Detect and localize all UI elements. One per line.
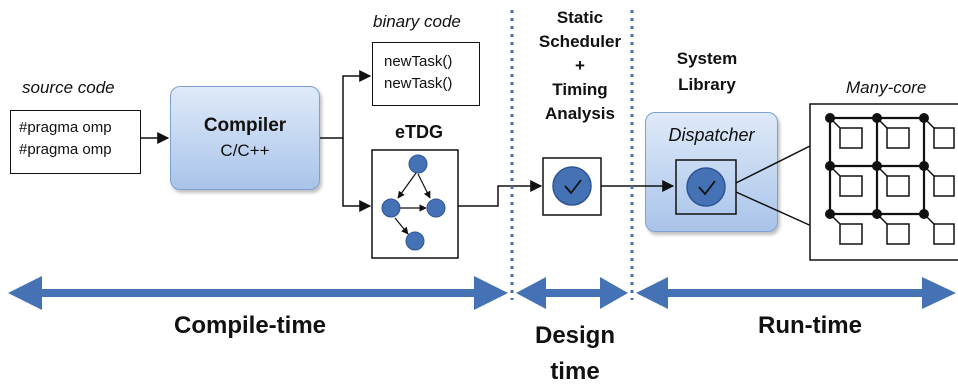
dispatcher-clock-icon [686, 167, 726, 207]
compiler-subtitle: C/C++ [220, 141, 270, 160]
binary-code-label: binary code [373, 12, 461, 31]
system-library-line: System [676, 49, 738, 68]
system-library-label: System Library [652, 46, 762, 98]
many-core-label: Many-core [846, 78, 927, 97]
etdg-nodes [381, 154, 446, 251]
phase-arrow-run-time [636, 277, 956, 309]
compiler-title: Compiler [203, 115, 287, 136]
binary-code-box: newTask() newTask() [372, 42, 480, 106]
phase-arrow-compile-time [8, 276, 508, 310]
arrow-compiler-to-etdg [342, 138, 372, 212]
source-code-label: source code [22, 78, 115, 97]
compile-time-label: Compile-time [173, 312, 326, 339]
static-scheduler-line: + [575, 56, 585, 75]
binary-code-line: newTask() [384, 53, 453, 70]
static-scheduler-line: Analysis [545, 104, 615, 123]
system-library-line: Library [678, 75, 736, 94]
source-code-line: #pragma omp [19, 141, 112, 158]
scheduler-check-icon [564, 179, 582, 195]
run-time-label: Run-time [758, 312, 862, 339]
arrow-etdg-to-scheduler [458, 180, 543, 207]
dispatcher-icon-box [675, 159, 737, 215]
static-scheduler-line: Scheduler [538, 32, 622, 51]
compiler-box: Compiler C/C++ [170, 86, 320, 190]
scheduler-clock-icon [552, 166, 592, 206]
etdg-graph [394, 172, 431, 235]
design-time-label: Design time [510, 318, 640, 390]
dispatcher-check-icon [698, 180, 716, 196]
binary-code-line: newTask() [384, 75, 453, 92]
many-core-links [829, 117, 935, 225]
static-scheduler-label: Static Scheduler + Timing Analysis [520, 6, 640, 126]
phase-arrow-design-time [516, 277, 628, 309]
design-time-line: Design [534, 322, 615, 349]
source-code-box: #pragma omp #pragma omp [10, 110, 141, 174]
many-core-cores [839, 127, 955, 245]
design-time-line: time [550, 358, 600, 385]
static-scheduler-line: Static [556, 8, 604, 27]
arrow-compiler-fork [320, 70, 372, 139]
dispatcher-label: Dispatcher [668, 125, 755, 145]
etdg-label: eTDG [395, 122, 444, 142]
static-scheduler-line: Timing [552, 80, 608, 99]
source-code-line: #pragma omp [19, 119, 112, 136]
